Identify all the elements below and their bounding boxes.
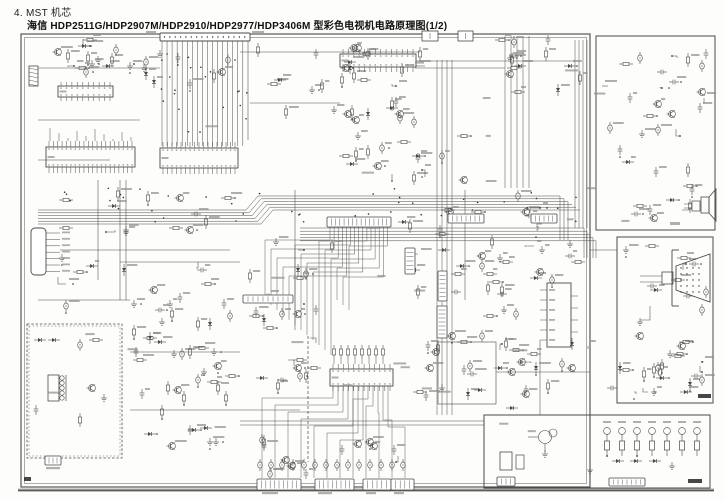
ic-blocks <box>45 49 578 391</box>
crt-tail-board <box>496 421 702 487</box>
speaker-icon <box>684 187 717 223</box>
crt-icon <box>637 249 711 326</box>
label-smudges <box>24 61 711 481</box>
component-clusters <box>52 34 717 480</box>
schematic-title: 海信 HDP2511G/HDP2907M/HDP2910/HDP2977/HDP… <box>27 20 448 32</box>
power-hot-area <box>26 323 123 470</box>
section-heading: 4. MST 机芯 <box>14 8 72 19</box>
bus-wires <box>38 36 617 478</box>
connector-strips <box>28 30 558 495</box>
